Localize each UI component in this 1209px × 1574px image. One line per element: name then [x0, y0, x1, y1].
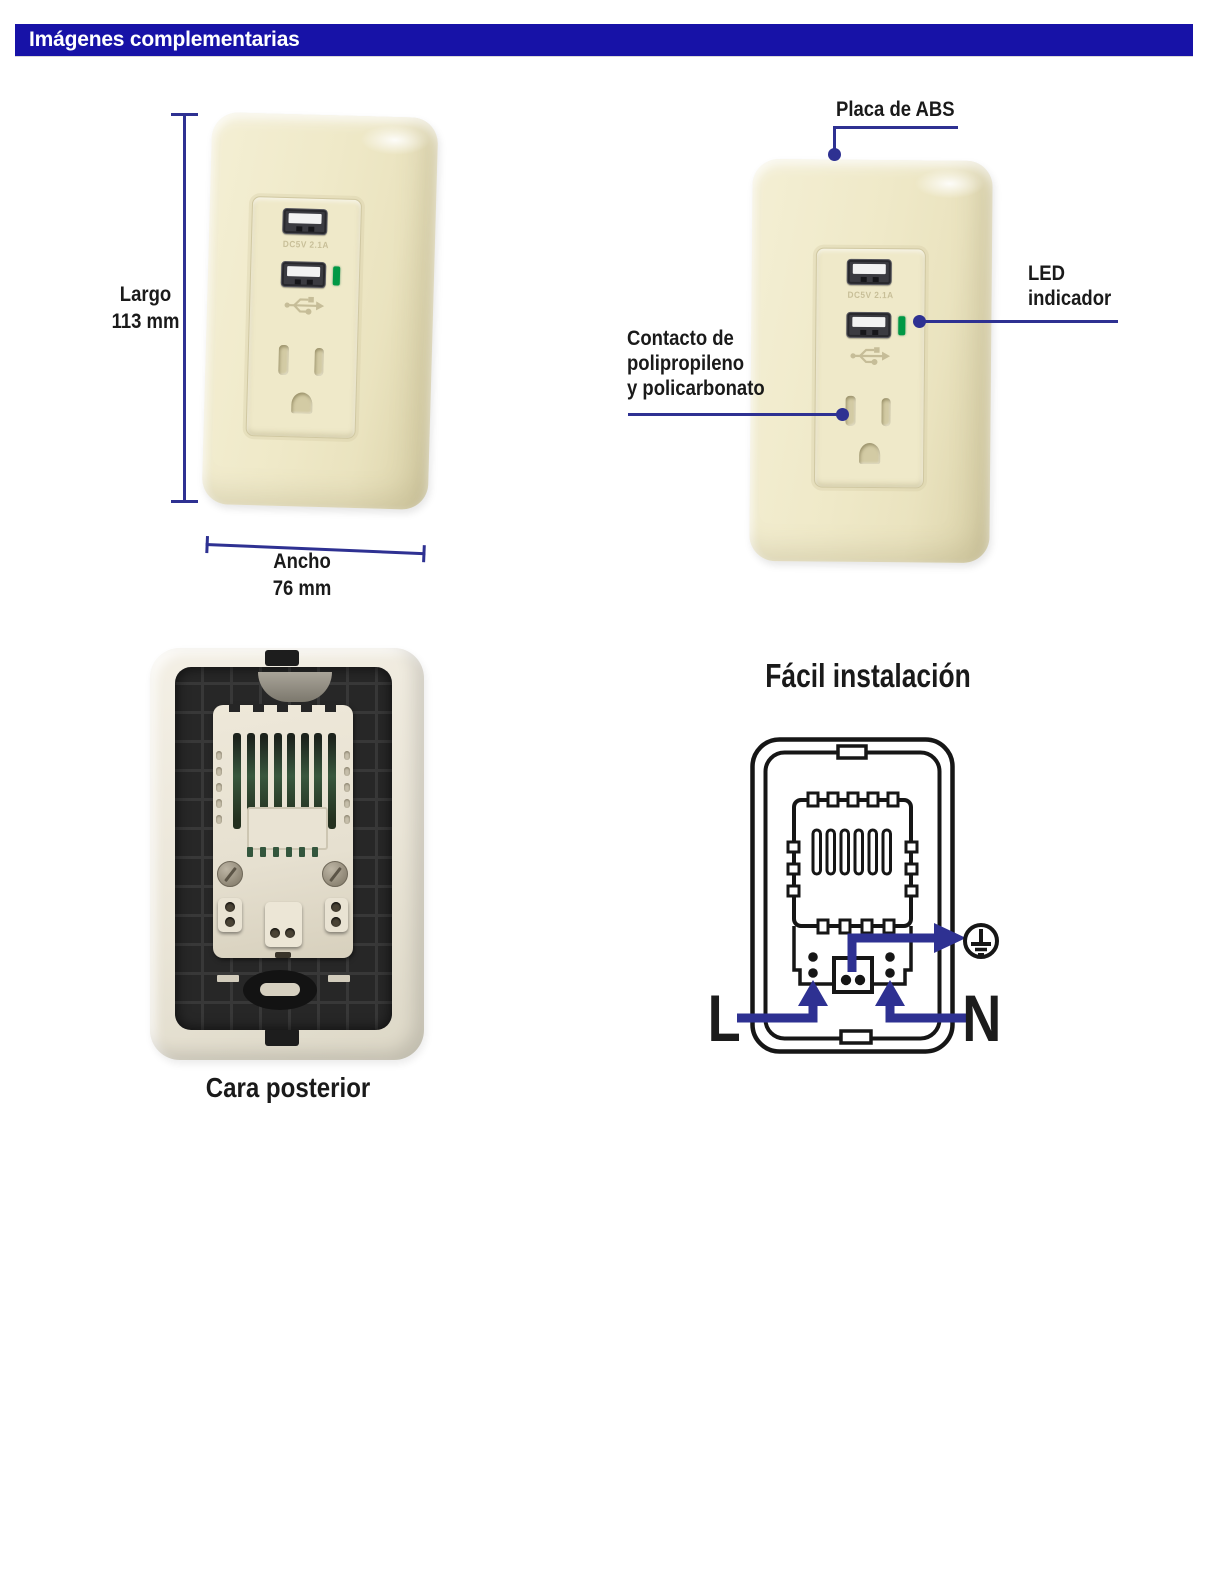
- outlet-front-view: DC5V 2.1A: [201, 111, 439, 511]
- wire-arrowheads: [798, 923, 966, 1006]
- callout-contact-dot: [836, 408, 849, 421]
- outlet-ground-hole: [859, 442, 881, 465]
- line-wire-L: [737, 1002, 818, 1023]
- label-recess: [247, 807, 328, 850]
- line-label: L: [707, 981, 741, 1055]
- mounting-tab-bottom: [265, 1028, 299, 1046]
- installation-wiring-diagram: [737, 737, 999, 1054]
- dim-length-value: 113 mm: [111, 309, 180, 333]
- outlet-annotated-view: DC5V 2.1A: [749, 158, 993, 564]
- outlet-back-view: [150, 648, 424, 1060]
- back-module: [213, 704, 353, 958]
- outlet-back-bulge: [258, 672, 332, 702]
- outlet-ground-hole: [291, 392, 313, 414]
- callout-contact-label: Contacto de polipropileno y policarbonat…: [627, 326, 765, 400]
- dim-width-label: Ancho 76 mm: [256, 548, 349, 602]
- usb-trident-icon: [850, 347, 891, 366]
- screw-icon: [217, 861, 243, 887]
- outlet-module: DC5V 2.1A: [813, 247, 926, 489]
- ground-wire: [847, 933, 934, 972]
- dim-width-value: 76 mm: [272, 576, 332, 600]
- dim-length-cap-bottom: [171, 500, 198, 503]
- usb-rating-label: DC5V 2.1A: [847, 289, 894, 301]
- callout-plate-line-v: [833, 126, 836, 153]
- usb-port-icon: [282, 207, 328, 236]
- usb-port-icon: [846, 258, 892, 286]
- callout-plate-label: Placa de ABS: [836, 97, 955, 121]
- wire-paths: [737, 933, 967, 1023]
- dim-length-label: Largo 113 mm: [100, 281, 190, 335]
- section-header-bar: Imágenes complementarias: [15, 24, 1193, 56]
- dim-length-cap-top: [171, 113, 198, 116]
- callout-led-line: [921, 320, 1118, 323]
- diagram-vent-slots: [811, 828, 892, 876]
- diagram-module-teeth: [786, 791, 919, 935]
- callout-contact-line: [628, 413, 842, 416]
- mounting-tab-top: [265, 650, 299, 666]
- outlet-slot-left: [278, 344, 290, 376]
- diagram-tab-top: [836, 744, 868, 760]
- dim-length-line: [183, 114, 186, 503]
- diagram-terminal-dots: [808, 952, 895, 986]
- screw-icon: [322, 861, 348, 887]
- vent-slot: [233, 733, 241, 829]
- callout-led-label: LED indicador: [1028, 261, 1112, 310]
- earth-ground-icon: [963, 923, 999, 959]
- back-view-caption: Cara posterior: [205, 1072, 371, 1103]
- diagram-tab-bottom: [839, 1029, 873, 1045]
- usb-rating-label: DC5V 2.1A: [282, 238, 329, 251]
- mounting-oval-hole: [243, 970, 317, 1010]
- led-indicator: [898, 316, 906, 336]
- outlet-slot-right: [881, 398, 891, 427]
- installation-title: Fácil instalación: [765, 657, 971, 694]
- callout-plate-dot: [828, 148, 841, 161]
- neutral-label: N: [962, 981, 1002, 1055]
- led-indicator: [332, 266, 341, 286]
- usb-tongue: [288, 213, 322, 225]
- usb-trident-icon: [284, 296, 325, 315]
- diagram-skirt-right: [871, 926, 913, 986]
- callout-plate-line-h: [833, 126, 958, 129]
- line-wire-N: [885, 1002, 967, 1023]
- callout-led-dot: [913, 315, 926, 328]
- section-title: Imágenes complementarias: [29, 28, 300, 51]
- terminal-block-left: [218, 898, 242, 932]
- usb-port-icon: [280, 260, 327, 289]
- outlet-module: DC5V 2.1A: [245, 196, 363, 440]
- usb-port-icon: [846, 311, 892, 339]
- terminal-block-right: [325, 898, 348, 932]
- outlet-slot-right: [314, 347, 324, 377]
- terminal-block-center: [265, 902, 302, 947]
